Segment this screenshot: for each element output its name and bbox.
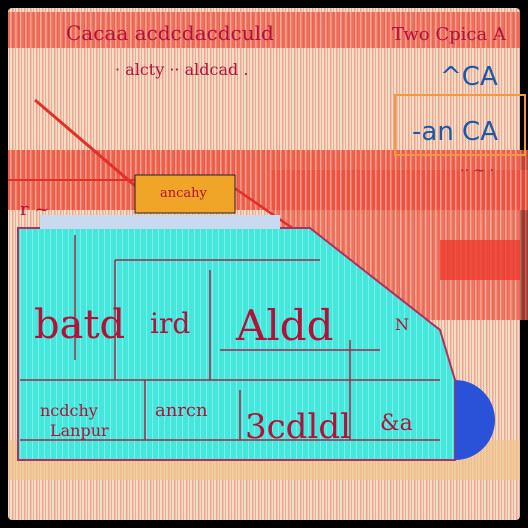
diagonal-line-left [34,98,141,192]
bottom-mid: anrcn [155,400,208,421]
top-left-scrawl: Cacaa acdcdacdculd [66,21,274,45]
top-red-band [8,12,520,48]
blue-semicircle [455,380,495,460]
right-label-box [394,94,526,156]
subtitle-scrawl: · alcty ·· aldcad . [115,60,248,79]
panel-main-left: batd [34,302,125,348]
panel-inner-lines [20,235,440,441]
panel-header-strip [40,215,280,229]
right-small-scrawl: ·· ~ · [460,163,494,179]
bottom-right: &a [380,411,413,436]
bottom-left-1: ncdchy [40,401,98,420]
bottom-big: 3cdldl [245,407,351,447]
tab-label: ancahy [160,186,208,201]
right-red-patch [440,240,520,280]
right-label-1: ^CA [440,62,498,92]
bottom-left-2: Lanpur [50,421,109,440]
panel-main-mid: ird [150,307,190,340]
tab [134,174,236,214]
right-label-2: -an CA [412,117,498,147]
panel-main-right: Aldd [235,301,334,350]
top-right-scrawl: Two Cpica A [392,24,507,45]
left-arrow-label: r ~ [20,199,49,220]
panel-small-right: N [395,315,409,334]
